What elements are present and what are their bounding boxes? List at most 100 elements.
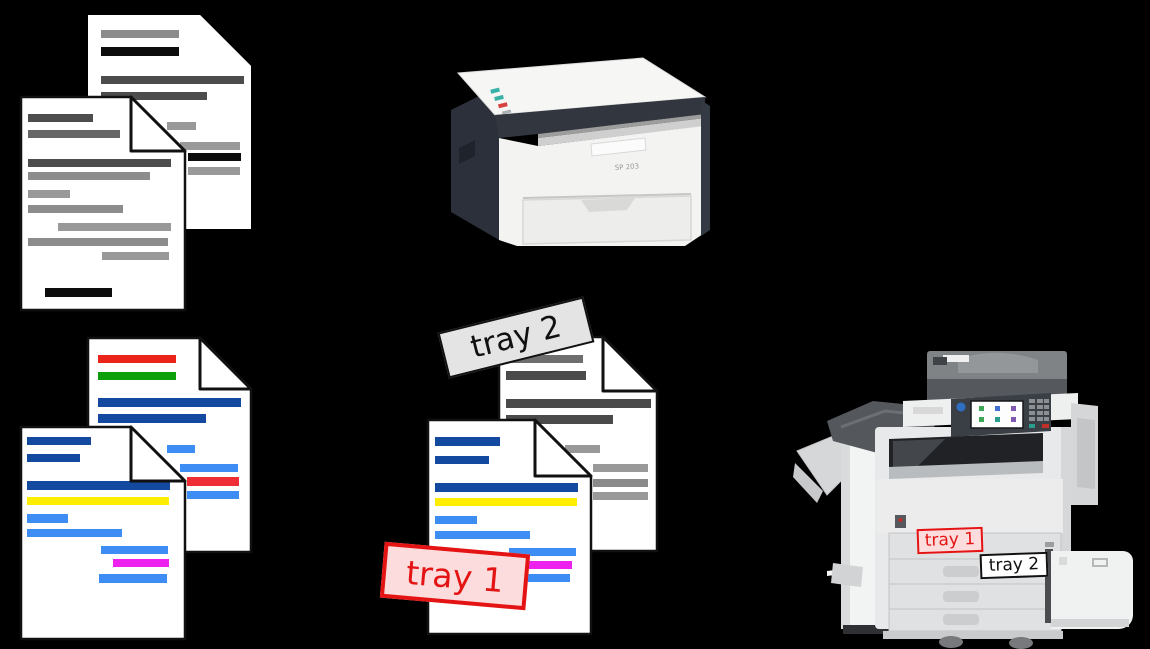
adf-hinge [933,357,947,365]
lct-handle [1092,558,1108,567]
text-line [27,454,80,462]
sticker-tray2-printer: tray 2 [979,551,1049,580]
folded-corner [129,95,187,153]
text-line [435,516,477,524]
printer-output-slot [538,114,705,138]
text-line [593,464,648,472]
text-line [27,497,169,505]
text-line [101,546,168,554]
text-line [435,498,577,506]
lct-latch [1059,557,1067,565]
text-line [506,355,583,363]
text-line [101,30,179,38]
text-line [435,437,500,446]
copier-switch-light [898,518,903,522]
desktop-printer-illustration: SP 203 [451,57,710,246]
text-line [28,130,120,138]
copier-paper-stopper [893,439,945,469]
document-color-front [19,425,187,641]
folded-corner [601,335,659,393]
office-copier-illustration [793,351,1133,649]
text-line [28,205,123,213]
text-line [435,483,578,492]
document-bw-front [19,95,187,312]
lct-unit [1051,551,1133,629]
printer-side-handle [459,140,475,164]
text-line [523,574,570,582]
text-line [167,445,195,453]
adf-slot [943,355,969,362]
text-line [565,445,600,453]
finisher-tray-arm [793,463,823,503]
text-line [506,415,613,424]
bypass-tray [1077,418,1095,489]
touchscreen [970,400,1024,429]
text-line [188,167,240,175]
text-line [98,398,241,407]
folded-corner [198,336,253,391]
panel-keypad [1029,399,1049,428]
printer-model-label: SP 203 [615,162,640,172]
text-line [180,464,238,472]
copier-base [883,631,1063,639]
text-line [28,159,171,167]
text-line [167,122,196,130]
text-line [187,477,239,486]
printer-output-shelf [538,118,705,146]
text-line [98,414,206,423]
text-line [28,114,93,122]
exit-flap [831,563,863,587]
printer-output-tab [590,137,647,157]
text-line [27,437,91,445]
text-line [506,371,586,380]
text-line [58,223,171,231]
printer-side-panel [451,86,499,240]
text-line [98,355,176,363]
text-line [101,92,207,100]
printer-tray-handle [581,198,635,212]
finisher-base [843,625,905,634]
folded-corner [533,418,593,478]
text-line [45,288,112,297]
panel-power-button [956,402,966,412]
copier-output-shelf [889,461,1043,479]
text-line [509,548,576,556]
copier-body-edge [1061,427,1071,629]
text-line [101,76,244,84]
text-line [102,252,169,260]
text-line [435,531,530,539]
lct-shade [1051,619,1129,627]
text-line [98,372,176,380]
adf-tray [958,352,1038,373]
text-line [99,574,167,583]
text-line [435,456,489,464]
text-line [101,47,179,56]
caster-wheel [1009,637,1033,649]
text-line [113,559,169,567]
finisher-tower-shade [841,433,850,629]
text-line [180,142,240,150]
text-line [27,514,68,523]
text-line [28,238,168,246]
text-line [593,479,648,487]
touchscreen-app-icons [979,406,1016,422]
text-line [523,561,572,569]
text-line [188,153,241,161]
folded-corner [200,15,251,66]
sticker-tray1-printer: tray 1 [916,526,984,555]
printer-right-edge [701,100,710,236]
text-line [28,172,150,180]
text-line [506,399,651,408]
copier-front-door [877,479,1063,533]
printer-paper-tray [522,195,692,245]
printer-tray-seam [522,193,692,199]
folded-corner [129,425,187,483]
caster-wheel [939,636,963,648]
scanner-nameplate [913,407,943,414]
printer-top-band [495,97,705,138]
text-line [27,529,122,537]
text-line [28,190,70,198]
sticker-tray1-floating: tray 1 [379,541,531,611]
lct-joint [1045,549,1053,623]
